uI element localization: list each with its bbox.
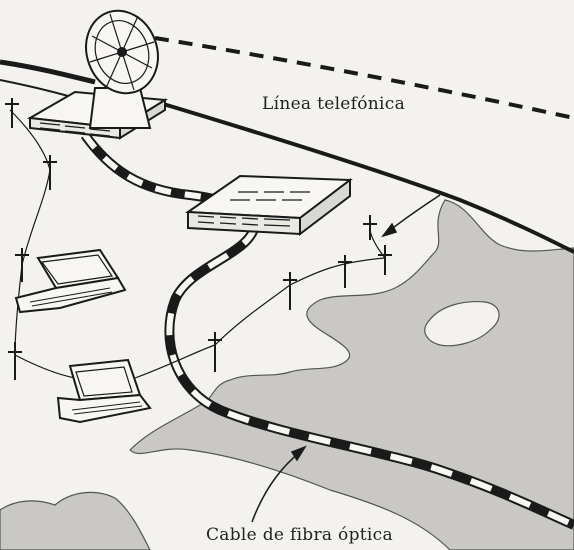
- telephone-line: [149, 98, 574, 254]
- telephone-pole-icon: [43, 155, 57, 190]
- arrows: [251, 194, 441, 523]
- fiber-cable-label: Cable de fibra óptica: [206, 525, 393, 545]
- telephone-pole-icon: [283, 272, 297, 310]
- telephone-pole-icon: [5, 98, 19, 128]
- telephone-pole-icon: [208, 332, 222, 372]
- arrow-icon: [251, 445, 307, 523]
- telephone-pole-icon: [378, 245, 392, 275]
- arrow-icon: [381, 194, 441, 238]
- telephone-line-label: Línea telefónica: [262, 94, 406, 114]
- small-island: [424, 300, 500, 347]
- telephone-pole-icon: [15, 248, 29, 282]
- land-masses: [0, 199, 574, 550]
- computer-terminal-icon: [56, 358, 152, 424]
- bottom-left-land: [0, 491, 151, 550]
- satellite-dish-icon: [26, 9, 169, 140]
- computer-terminal-icon: [14, 248, 127, 314]
- telephone-poles: [5, 98, 392, 380]
- building-icon: [185, 174, 353, 237]
- telephone-pole-icon: [8, 342, 22, 380]
- telephone-pole-icon: [338, 255, 352, 288]
- local-phone-wires: [9, 109, 386, 379]
- telephone-pole-icon: [363, 215, 377, 240]
